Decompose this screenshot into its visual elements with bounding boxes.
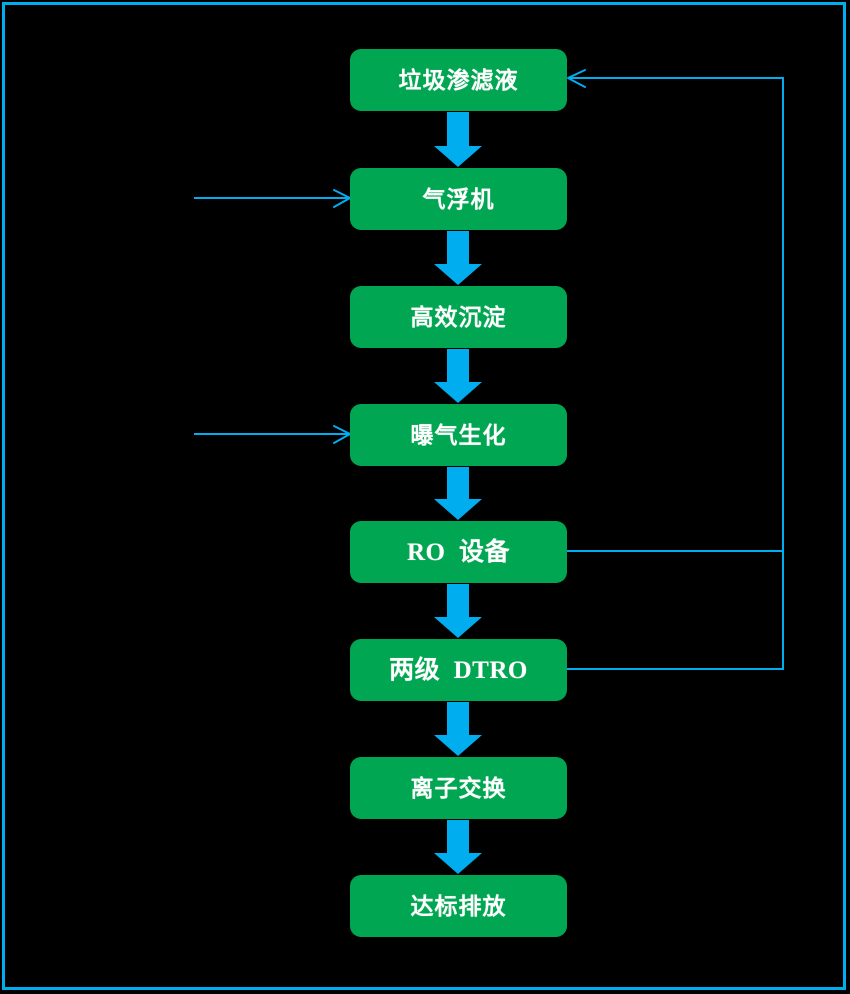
node-label: 垃圾渗滤液 bbox=[398, 66, 519, 93]
arrow-leachate-to-flotation bbox=[434, 112, 482, 167]
node-label: 达标排放 bbox=[410, 892, 507, 919]
arrow-sedimentation-to-aeration bbox=[434, 349, 482, 403]
arrow-flotation-to-sedimentation bbox=[434, 231, 482, 285]
feedback-riser bbox=[569, 77, 784, 670]
node-flotation[interactable]: 气浮机 bbox=[350, 168, 567, 230]
node-ion-exchange[interactable]: 离子交换 bbox=[350, 757, 567, 819]
node-sedimentation[interactable]: 高效沉淀 bbox=[350, 286, 567, 348]
node-label: 高效沉淀 bbox=[410, 303, 507, 330]
input-arrowhead-1 bbox=[333, 189, 351, 208]
node-ro[interactable]: RO 设备 bbox=[350, 521, 567, 583]
node-leachate[interactable]: 垃圾渗滤液 bbox=[350, 49, 567, 111]
input-arrowhead-2 bbox=[333, 425, 351, 444]
arrow-ro-to-dtro bbox=[434, 584, 482, 638]
feedback-arrowhead-to-leachate bbox=[567, 69, 586, 88]
arrow-aeration-to-ro bbox=[434, 467, 482, 520]
node-label: 曝气生化 bbox=[410, 421, 507, 448]
node-label: 两级 DTRO bbox=[389, 656, 528, 684]
node-dtro[interactable]: 两级 DTRO bbox=[350, 639, 567, 701]
node-label: RO 设备 bbox=[406, 538, 510, 566]
node-label: 气浮机 bbox=[422, 185, 495, 212]
node-discharge[interactable]: 达标排放 bbox=[350, 875, 567, 937]
node-label: 离子交换 bbox=[410, 774, 507, 801]
arrow-dtro-to-ion-exchange bbox=[434, 702, 482, 756]
arrow-ion-exchange-to-discharge bbox=[434, 820, 482, 874]
node-aeration[interactable]: 曝气生化 bbox=[350, 404, 567, 466]
